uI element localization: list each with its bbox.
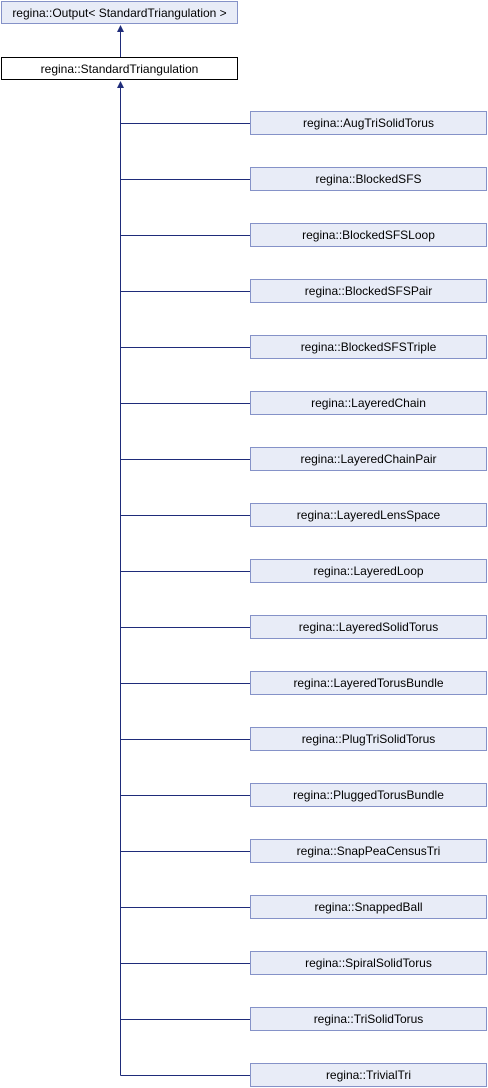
derived-class-node[interactable]: regina::BlockedSFSTriple — [250, 335, 487, 359]
derived-class-node[interactable]: regina::PlugTriSolidTorus — [250, 727, 487, 751]
base-inheritance-arrow — [117, 25, 124, 32]
derived-class-label: regina::LayeredSolidTorus — [298, 620, 439, 634]
derived-class-node[interactable]: regina::TrivialTri — [250, 1063, 487, 1087]
derived-class-node[interactable]: regina::LayeredLoop — [250, 559, 487, 583]
derived-class-label: regina::SpiralSolidTorus — [305, 956, 432, 970]
derived-class-label: regina::TrivialTri — [325, 1068, 412, 1082]
derived-class-label: regina::LayeredChain — [311, 396, 426, 410]
current-class-node: regina::StandardTriangulation — [1, 57, 238, 80]
derived-class-label: regina::SnappedBall — [314, 900, 423, 914]
derived-class-node[interactable]: regina::LayeredTorusBundle — [250, 671, 487, 695]
derived-class-label: regina::BlockedSFSPair — [304, 284, 433, 298]
derived-class-node[interactable]: regina::TriSolidTorus — [250, 1007, 487, 1031]
derived-class-node[interactable]: regina::SnappedBall — [250, 895, 487, 919]
derived-class-label: regina::LayeredChainPair — [300, 452, 437, 466]
derived-class-label: regina::LayeredLoop — [313, 564, 424, 578]
derived-class-node[interactable]: regina::BlockedSFSLoop — [250, 223, 487, 247]
derived-class-label: regina::TriSolidTorus — [313, 1012, 424, 1026]
derived-class-label: regina::PluggedTorusBundle — [293, 788, 444, 802]
derived-class-node[interactable]: regina::BlockedSFSPair — [250, 279, 487, 303]
derived-inheritance-arrow — [117, 81, 124, 88]
derived-class-label: regina::AugTriSolidTorus — [303, 116, 434, 130]
derived-class-node[interactable]: regina::BlockedSFS — [250, 167, 487, 191]
derived-class-node[interactable]: regina::LayeredSolidTorus — [250, 615, 487, 639]
derived-class-label: regina::BlockedSFSLoop — [302, 228, 435, 242]
derived-class-node[interactable]: regina::LayeredLensSpace — [250, 503, 487, 527]
derived-class-label: regina::SnapPeaCensusTri — [296, 844, 441, 858]
derived-class-label: regina::LayeredTorusBundle — [293, 676, 444, 690]
derived-class-node[interactable]: regina::SnapPeaCensusTri — [250, 839, 487, 863]
derived-class-label: regina::BlockedSFS — [315, 172, 422, 186]
derived-class-node[interactable]: regina::AugTriSolidTorus — [250, 111, 487, 135]
current-class-label: regina::StandardTriangulation — [40, 61, 199, 76]
derived-class-label: regina::BlockedSFSTriple — [300, 340, 437, 354]
derived-class-node[interactable]: regina::LayeredChain — [250, 391, 487, 415]
derived-class-node[interactable]: regina::LayeredChainPair — [250, 447, 487, 471]
derived-class-node[interactable]: regina::PluggedTorusBundle — [250, 783, 487, 807]
derived-class-label: regina::PlugTriSolidTorus — [301, 732, 436, 746]
base-class-label: regina::Output< StandardTriangulation > — [12, 5, 227, 20]
derived-class-label: regina::LayeredLensSpace — [296, 508, 441, 522]
base-class-node[interactable]: regina::Output< StandardTriangulation > — [1, 1, 238, 24]
derived-class-node[interactable]: regina::SpiralSolidTorus — [250, 951, 487, 975]
